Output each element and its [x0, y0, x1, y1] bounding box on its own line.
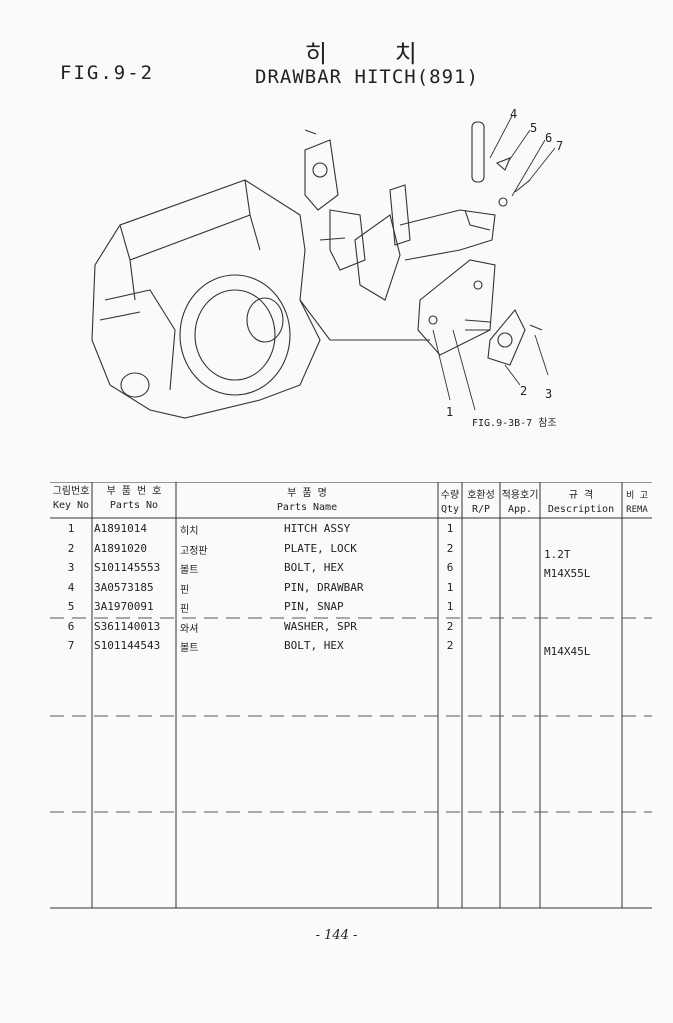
quantity: 1 [446, 522, 454, 535]
figure-label: FIG.9-2 [60, 62, 155, 84]
header-description: 규 격 Description [540, 489, 622, 517]
key-no: 3 [67, 561, 75, 574]
page-number: - 144 - [315, 928, 358, 943]
part-name-korean: 히치 [180, 526, 199, 537]
title-korean: 히 치 [305, 40, 447, 68]
part-number: S101144543 [94, 639, 161, 652]
table-row: 5 3A1970091 핀 PIN, SNAP 1 [50, 600, 652, 618]
quantity: 2 [446, 541, 454, 555]
header-key-kr: 그림번호 [52, 486, 90, 497]
header-parts-no: 부 품 번 호 Parts No [92, 485, 176, 513]
part-number: 3A0573185 [94, 580, 154, 594]
part-name-korean: 볼트 [180, 565, 199, 576]
table-row: 4 3A0573185 핀 PIN, DRAWBAR 1 [50, 581, 652, 599]
key-no: 4 [67, 580, 75, 594]
part-name-english: PIN, DRAWBAR [284, 580, 364, 594]
quantity: 2 [446, 639, 454, 652]
table-row: 7 S101144543 볼트 BOLT, HEX 2 M14X45L [50, 639, 652, 658]
header-partno-en: Parts No [109, 500, 159, 511]
header-app: 적용호기 App. [500, 489, 540, 517]
part-name-english: PIN, SNAP [284, 600, 344, 613]
header-qty-en: Qty [440, 504, 460, 515]
part-name-korean: 고정판 [180, 545, 208, 557]
description: M14X55L [544, 567, 591, 580]
header-rp-en: R/P [471, 504, 491, 515]
part-number: S361140013 [94, 619, 161, 633]
part-number: 3A1970091 [94, 600, 154, 613]
header-desc-kr: 규 격 [568, 490, 594, 501]
header-name-kr: 부 품 명 [287, 488, 327, 499]
header-rp: 호환성 R/P [462, 489, 500, 517]
part-name-english: BOLT, HEX [284, 561, 344, 574]
key-no: 1 [67, 522, 75, 535]
table-grid [50, 482, 652, 909]
header-key-no: 그림번호 Key No [50, 485, 92, 513]
header-partno-kr: 부 품 번 호 [106, 486, 162, 497]
exploded-parts-drawing: 1 2 3 4 5 6 7 FIG.9-3B-7 참조 [91, 107, 563, 429]
header-remarks: 비 고 REMA [622, 489, 652, 517]
header-name-en: Parts Name [276, 502, 338, 513]
key-no: 2 [67, 541, 75, 555]
header-rema-kr: 비 고 [626, 491, 648, 501]
part-name-english: BOLT, HEX [284, 639, 344, 652]
hitch-bracket-illustration [304, 121, 543, 366]
key-no: 6 [67, 619, 75, 633]
part-name-korean: 핀 [180, 604, 190, 615]
part-name-korean: 와셔 [180, 623, 199, 635]
title-english: DRAWBAR HITCH(891) [255, 66, 479, 88]
part-number: A1891020 [94, 541, 147, 555]
part-name-english: HITCH ASSY [284, 522, 351, 535]
part-name-english: PLATE, LOCK [284, 541, 357, 555]
header-qty-kr: 수량 [440, 490, 460, 501]
header-qty: 수량 Qty [438, 489, 462, 517]
parts-table: 그림번호 Key No 부 품 번 호 Parts No 부 품 명 Parts Na… [50, 482, 652, 910]
quantity: 1 [446, 580, 454, 594]
part-number: A1891014 [94, 522, 147, 535]
key-no: 7 [67, 639, 75, 652]
header-parts-name: 부 품 명 Parts Name [176, 487, 438, 515]
part-name-english: WASHER, SPR [284, 619, 357, 633]
callout-2: 2 [520, 384, 527, 398]
transmission-case-illustration [91, 179, 430, 419]
table-row: 2 A1891020 고정판 PLATE, LOCK 2 1.2T [50, 541, 652, 561]
description: 1.2T [544, 547, 571, 561]
header-app-kr: 적용호기 [501, 490, 539, 501]
callout-7: 7 [556, 139, 563, 153]
callout-5: 5 [530, 121, 537, 135]
header-app-en: App. [507, 504, 533, 515]
reference-note: FIG.9-3B-7 참조 [472, 417, 557, 429]
part-name-korean: 볼트 [180, 643, 199, 654]
header-rp-kr: 호환성 [467, 490, 495, 501]
callout-3: 3 [545, 387, 552, 401]
callout-6: 6 [545, 131, 552, 145]
header-desc-en: Description [547, 504, 615, 515]
table-row: 3 S101145553 볼트 BOLT, HEX 6 M14X55L [50, 561, 652, 580]
callout-1: 1 [446, 405, 453, 419]
part-name-korean: 핀 [180, 584, 190, 596]
quantity: 2 [446, 619, 454, 633]
header-rema-en: REMA [626, 505, 648, 515]
quantity: 1 [446, 600, 454, 613]
callout-4: 4 [510, 107, 517, 121]
quantity: 6 [446, 561, 454, 574]
key-no: 5 [67, 600, 75, 613]
table-row: 6 S361140013 와셔 WASHER, SPR 2 [50, 620, 652, 638]
description: M14X45L [544, 645, 591, 658]
header-key-en: Key No [52, 500, 90, 511]
part-number: S101145553 [94, 561, 161, 574]
table-row: 1 A1891014 히치 HITCH ASSY 1 [50, 522, 652, 540]
